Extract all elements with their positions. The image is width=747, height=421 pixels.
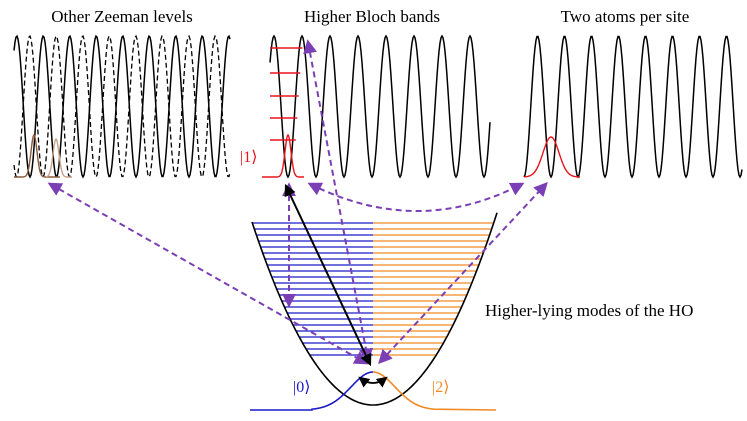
lattice-curve-solid	[13, 34, 231, 179]
arrow-ground-swap	[358, 376, 388, 388]
ket-0-label: |0⟩	[293, 379, 310, 396]
arrow-ho-to-two-atoms	[378, 181, 548, 365]
lattice-two-atoms	[523, 35, 743, 179]
wavepacket-zeeman-1	[14, 133, 60, 178]
title-two-atoms: Two atoms per site	[561, 7, 690, 26]
lattice-curve-two-atoms	[523, 35, 743, 179]
lattice-zeeman-dashed	[13, 34, 231, 179]
arrow-state1-to-ho	[284, 183, 372, 367]
wavepacket-state-1	[262, 133, 304, 178]
ho-levels-orange	[373, 222, 494, 356]
ket-1-label: |1⟩	[240, 149, 257, 166]
title-zeeman: Other Zeeman levels	[51, 7, 193, 26]
arrow-bloch-top-to-ho	[303, 39, 373, 363]
arrow-zeeman-to-ho	[47, 182, 369, 365]
arrow-state1-to-two-atoms	[307, 182, 525, 212]
title-ho-modes: Higher-lying modes of the HO	[485, 301, 693, 320]
wavefunction-state-0	[250, 371, 373, 411]
coupling-arrows	[47, 39, 548, 388]
lattice-curve-bloch	[269, 34, 491, 179]
ket-2-label: |2⟩	[432, 379, 449, 396]
lattice-bloch	[269, 34, 491, 179]
lattice-curve-dashed	[13, 34, 231, 179]
wavefunction-state-2	[373, 371, 497, 411]
lattice-zeeman-solid	[13, 34, 231, 179]
wavepacket-zeeman-2	[45, 138, 72, 178]
wavepacket-two-atoms	[523, 136, 580, 178]
bloch-band-levels	[270, 47, 303, 141]
title-bloch: Higher Bloch bands	[304, 7, 440, 26]
